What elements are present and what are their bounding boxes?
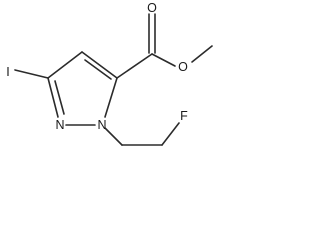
n2-label: N [55, 118, 64, 132]
bond-c5-n1 [104, 77, 118, 118]
n1-label: N [97, 118, 106, 132]
bond-n1-ch2 [104, 127, 123, 146]
bond-c4-c5-double [84, 59, 112, 80]
ester-oxygen-label: O [178, 60, 188, 74]
iodine-label: I [6, 65, 9, 79]
bond-carbonyl-ester-oxygen [151, 53, 176, 67]
carbonyl-oxygen-label: O [147, 1, 157, 15]
bond-n2-c3-double [54, 80, 65, 115]
structure-diagram: I N N O O F [6, 1, 213, 146]
bond-c5-carbonyl [116, 53, 153, 79]
bond-n2-c3 [47, 77, 59, 118]
fluorine-label: F [180, 109, 188, 123]
bond-c3-iodine [14, 69, 49, 79]
bond-c3-c4 [47, 51, 83, 79]
bond-ester-oxygen-methyl [191, 45, 213, 63]
bond-c4-c5 [81, 51, 118, 79]
bond-ch2-fluorine [161, 122, 180, 146]
